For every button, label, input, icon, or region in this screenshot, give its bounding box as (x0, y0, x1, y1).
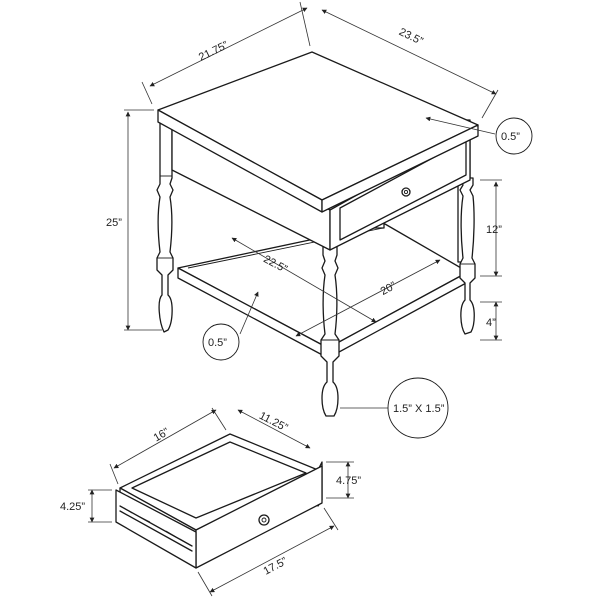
label-shelf-thickness: 0.5” (208, 337, 227, 349)
left-leg (156, 121, 174, 333)
drawer-side (115, 489, 197, 569)
label-drawer-span: 12” (486, 224, 502, 236)
end-table (156, 51, 479, 417)
drawer-dimensions: 16” 11.25” 4.75” 4.25” 17.5” (60, 407, 361, 597)
shelf-thickness-callout (202, 323, 240, 361)
top-thickness-callout (495, 117, 533, 155)
drawer-knob (401, 187, 411, 197)
apron (171, 124, 471, 251)
drawer-front-knob (258, 514, 270, 526)
right-leg (459, 177, 476, 335)
label-top-depth: 21.75” (197, 39, 231, 64)
label-drawer-side-height: 4.25” (60, 501, 85, 513)
label-drawer-inner-width: 11.25” (257, 410, 290, 435)
label-drawer-depth: 16” (152, 426, 172, 445)
label-drawer-outer-width: 17.5” (262, 555, 290, 578)
label-top-width: 23.5” (397, 26, 425, 48)
label-total-height: 25” (106, 217, 122, 229)
label-leg-section: 1.5” X 1.5” (393, 403, 445, 415)
label-drawer-front-height: 4.75” (336, 475, 361, 487)
table-top (157, 51, 479, 213)
label-shelf-clearance: 4” (486, 317, 496, 329)
leg-section-callout (387, 377, 449, 439)
drawer-runner (119, 505, 193, 552)
drawer (115, 433, 323, 569)
label-top-thickness: 0.5” (501, 131, 520, 143)
